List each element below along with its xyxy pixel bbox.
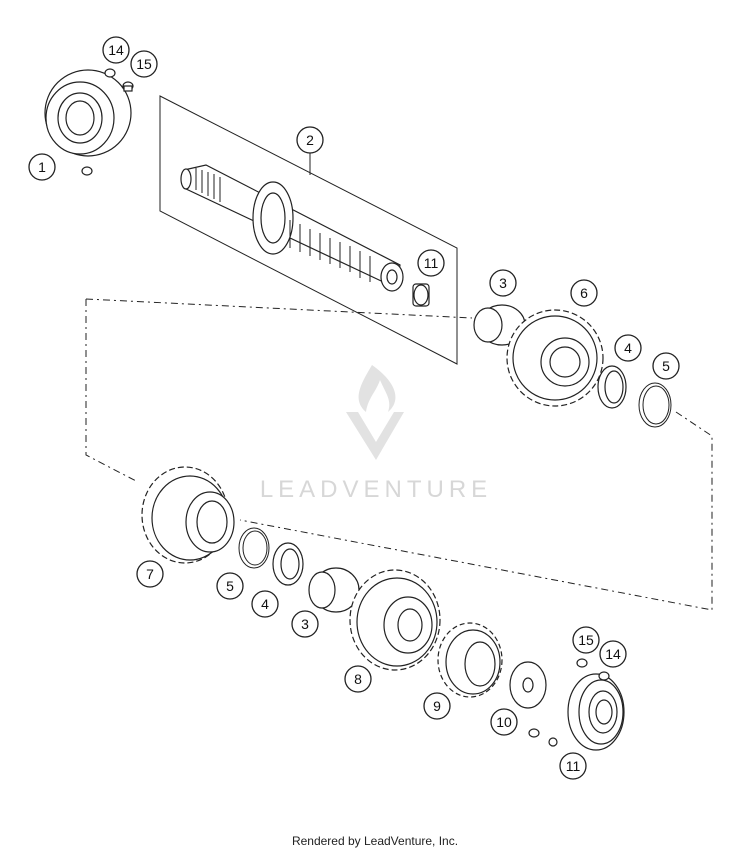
callout-15-top[interactable]: 15 bbox=[130, 50, 158, 78]
main-shaft-part-2 bbox=[180, 164, 404, 292]
callout-label: 15 bbox=[578, 632, 594, 648]
callout-3-top[interactable]: 3 bbox=[489, 269, 517, 297]
gear-part-7 bbox=[141, 466, 235, 564]
callout-label: 6 bbox=[580, 285, 588, 301]
callout-label: 14 bbox=[108, 42, 124, 58]
needle-bearing-part-12 bbox=[412, 283, 430, 307]
callout-label: 14 bbox=[605, 646, 621, 662]
callout-label: 10 bbox=[496, 714, 512, 730]
callout-label: 8 bbox=[354, 671, 362, 687]
assembly-path-top bbox=[85, 298, 473, 319]
callout-9[interactable]: 9 bbox=[423, 692, 451, 720]
callout-8[interactable]: 8 bbox=[344, 665, 372, 693]
gear-part-6 bbox=[506, 309, 604, 407]
callout-6[interactable]: 6 bbox=[570, 279, 598, 307]
callout-4-top[interactable]: 4 bbox=[614, 334, 642, 362]
callout-1[interactable]: 1 bbox=[28, 153, 56, 181]
callout-14-top[interactable]: 14 bbox=[102, 36, 130, 64]
thrust-washer-part-10 bbox=[509, 661, 547, 709]
screw-part-left bbox=[81, 166, 93, 176]
shaft-group-frame bbox=[159, 95, 458, 365]
callout-12[interactable]: 11 bbox=[417, 249, 445, 277]
callout-7[interactable]: 7 bbox=[136, 560, 164, 588]
callout-label: 15 bbox=[136, 56, 152, 72]
screw-15-top bbox=[122, 81, 134, 92]
callout-label: 9 bbox=[433, 698, 441, 714]
leadventure-logo-icon bbox=[346, 365, 404, 460]
callout-label: 11 bbox=[566, 758, 581, 774]
callout-15-bottom[interactable]: 15 bbox=[572, 626, 600, 654]
callout-label: 4 bbox=[624, 340, 632, 356]
watermark-text: LEADVENTURE bbox=[260, 476, 492, 503]
callout-5-top[interactable]: 5 bbox=[652, 352, 680, 380]
callout-label: 4 bbox=[261, 596, 269, 612]
lock-washer-part-4-bottom bbox=[272, 542, 304, 586]
lock-washer-part-4-top bbox=[597, 365, 627, 409]
callout-label: 1 bbox=[38, 159, 46, 175]
callout-2[interactable]: 2 bbox=[296, 126, 324, 154]
gear-part-8 bbox=[349, 569, 441, 671]
washer-14-top bbox=[104, 68, 116, 78]
callout-3-bottom[interactable]: 3 bbox=[291, 610, 319, 638]
bushing-part-3-top bbox=[473, 304, 526, 346]
callout-4-bottom[interactable]: 4 bbox=[251, 590, 279, 618]
callout-label: 5 bbox=[226, 578, 234, 594]
screw-15-bottom bbox=[576, 658, 588, 668]
bearing-part-1 bbox=[44, 69, 132, 157]
bushing-part-3-bottom bbox=[308, 567, 360, 613]
snap-ring-part-5-bottom bbox=[238, 527, 270, 569]
assembly-path-right bbox=[239, 411, 713, 611]
callout-11[interactable]: 11 bbox=[559, 752, 587, 780]
gear-part-9 bbox=[437, 622, 503, 698]
washer-14-bottom bbox=[598, 671, 610, 681]
watermark: LEADVENTURE bbox=[260, 365, 492, 503]
snap-ring-part-5-top bbox=[638, 382, 672, 428]
callout-label: 7 bbox=[146, 566, 154, 582]
callout-label: 3 bbox=[499, 275, 507, 291]
callout-label: 5 bbox=[662, 358, 670, 374]
callout-5-bottom[interactable]: 5 bbox=[216, 572, 244, 600]
washer-part-11 bbox=[548, 737, 558, 747]
screw-part-10 bbox=[528, 728, 540, 738]
callout-10[interactable]: 10 bbox=[490, 708, 518, 736]
footer-credit: Rendered by LeadVenture, Inc. bbox=[291, 834, 459, 848]
callout-label: 11 bbox=[424, 255, 439, 271]
callout-14-bottom[interactable]: 14 bbox=[599, 640, 627, 668]
assembly-path-left bbox=[85, 299, 139, 483]
bearing-part-11 bbox=[567, 673, 625, 751]
callout-label: 2 bbox=[306, 132, 314, 148]
callout-label: 3 bbox=[301, 616, 309, 632]
